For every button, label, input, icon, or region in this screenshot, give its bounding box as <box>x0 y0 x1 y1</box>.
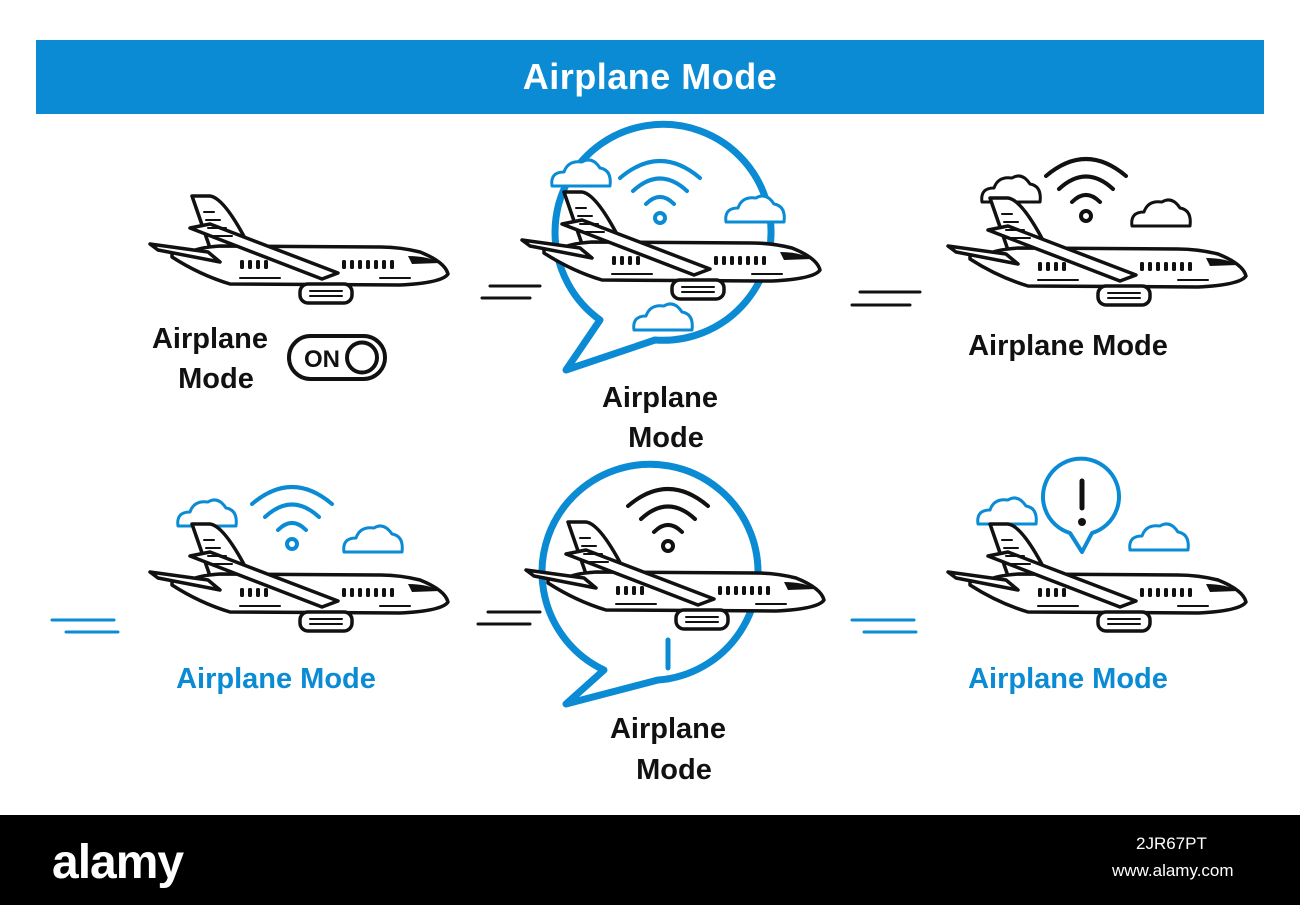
speed-lines-icon <box>850 618 918 634</box>
footer-image-id: 2JR67PT <box>1136 834 1207 853</box>
icon-1-label-line-1: Airplane <box>152 323 268 355</box>
icon-5-label-line-2: Mode <box>636 754 712 786</box>
icon-1-label-line-2: Mode <box>178 363 254 395</box>
airplane-icon <box>148 522 450 633</box>
footer-bar: alamy 2JR67PT www.alamy.com <box>0 815 1300 905</box>
icon-sheet: ON Airplane Mode Airplane Mode Airplane … <box>0 120 1300 815</box>
speed-lines-icon <box>50 618 120 634</box>
speed-lines-icon <box>476 610 542 626</box>
cloud-icon <box>342 524 404 554</box>
cloud-icon <box>1130 198 1192 228</box>
icon-wifi-clouds-blue: Airplane Mode <box>50 485 450 695</box>
title-banner: Airplane Mode <box>36 40 1264 114</box>
icon-alert-bubble-clouds: Airplane Mode <box>850 456 1248 695</box>
cloud-icon <box>176 498 238 528</box>
icon-wifi-clouds: Airplane Mode <box>850 157 1248 362</box>
icon-2-label-line-1: Airplane <box>602 382 718 414</box>
icon-bubble-wifi: Airplane Mode <box>480 120 822 454</box>
icon-sheet-svg: ON Airplane Mode Airplane Mode Airplane … <box>50 120 1248 786</box>
icon-toggle-on: ON Airplane Mode <box>148 194 450 395</box>
icon-4-label: Airplane Mode <box>176 663 376 695</box>
airplane-icon <box>148 194 450 305</box>
exclamation-icon <box>664 637 672 683</box>
exclamation-icon <box>1078 478 1086 526</box>
icon-2-label-line-2: Mode <box>628 422 704 454</box>
icon-3-label: Airplane Mode <box>968 330 1168 362</box>
airplane-icon <box>946 196 1248 307</box>
airplane-icon <box>946 522 1248 633</box>
icon-6-label: Airplane Mode <box>968 663 1168 695</box>
speed-lines-icon <box>480 284 542 300</box>
wifi-icon <box>250 485 334 551</box>
speed-lines-icon <box>850 290 922 307</box>
toggle-label: ON <box>304 346 340 373</box>
wifi-icon <box>1044 157 1128 223</box>
cloud-icon <box>976 496 1038 526</box>
page-title: Airplane Mode <box>522 56 778 97</box>
footer-logo: alamy <box>52 836 184 889</box>
footer-url: www.alamy.com <box>1112 861 1234 880</box>
cloud-icon <box>1128 522 1190 552</box>
icon-bubble-wifi-alert: Airplane Mode <box>476 460 826 786</box>
icon-5-label-line-1: Airplane <box>610 713 726 745</box>
toggle-knob <box>345 340 379 375</box>
